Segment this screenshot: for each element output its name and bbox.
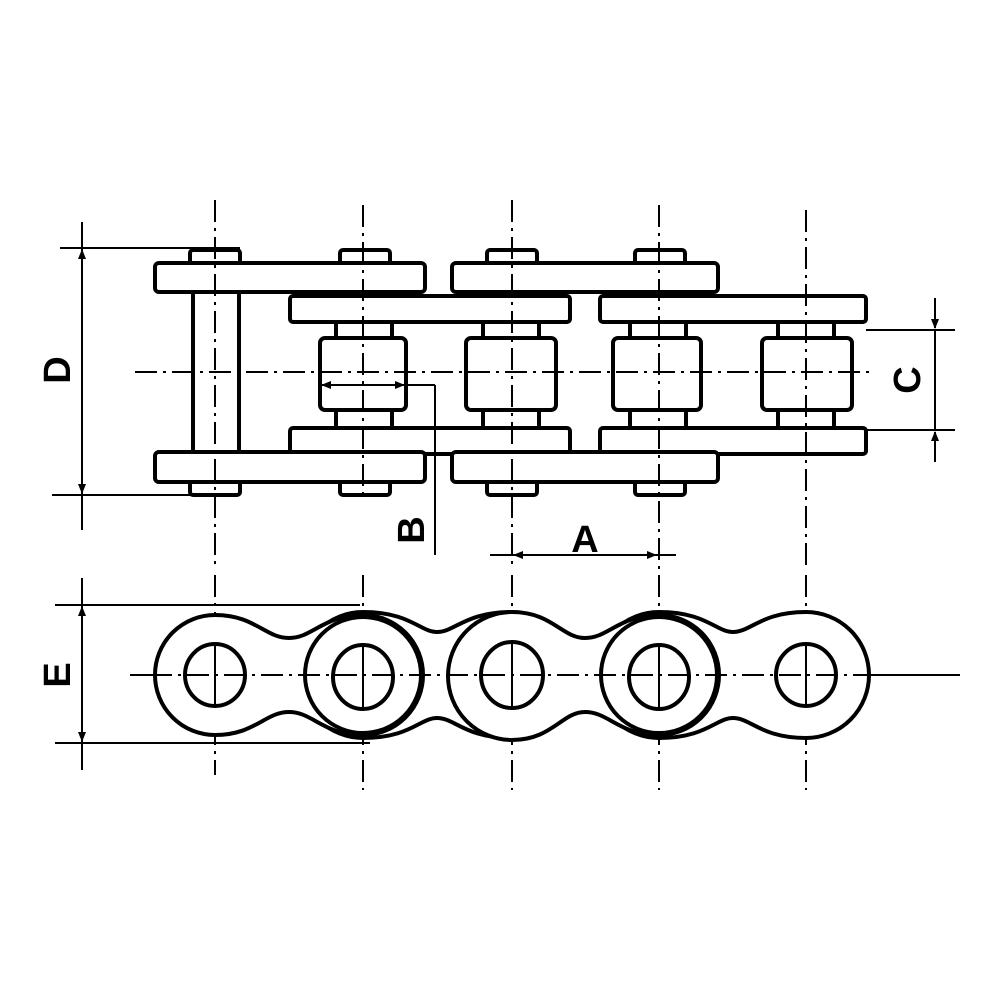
label-c: C xyxy=(887,366,929,393)
dimension-b: B xyxy=(321,381,436,555)
pin-centerlines xyxy=(214,200,807,570)
label-a: A xyxy=(571,519,598,561)
dimension-e: E xyxy=(37,578,370,770)
dimension-d: D xyxy=(37,222,240,530)
inner-plates xyxy=(288,294,868,456)
top-view xyxy=(135,200,870,570)
dimension-c: C xyxy=(866,298,955,462)
label-d: D xyxy=(37,356,79,383)
side-view xyxy=(130,575,960,790)
dimension-a: A xyxy=(490,519,676,561)
outer-plates xyxy=(153,261,720,484)
label-b: B xyxy=(391,516,433,543)
label-e: E xyxy=(37,662,79,687)
rollers xyxy=(318,336,854,412)
bushings xyxy=(334,318,836,432)
